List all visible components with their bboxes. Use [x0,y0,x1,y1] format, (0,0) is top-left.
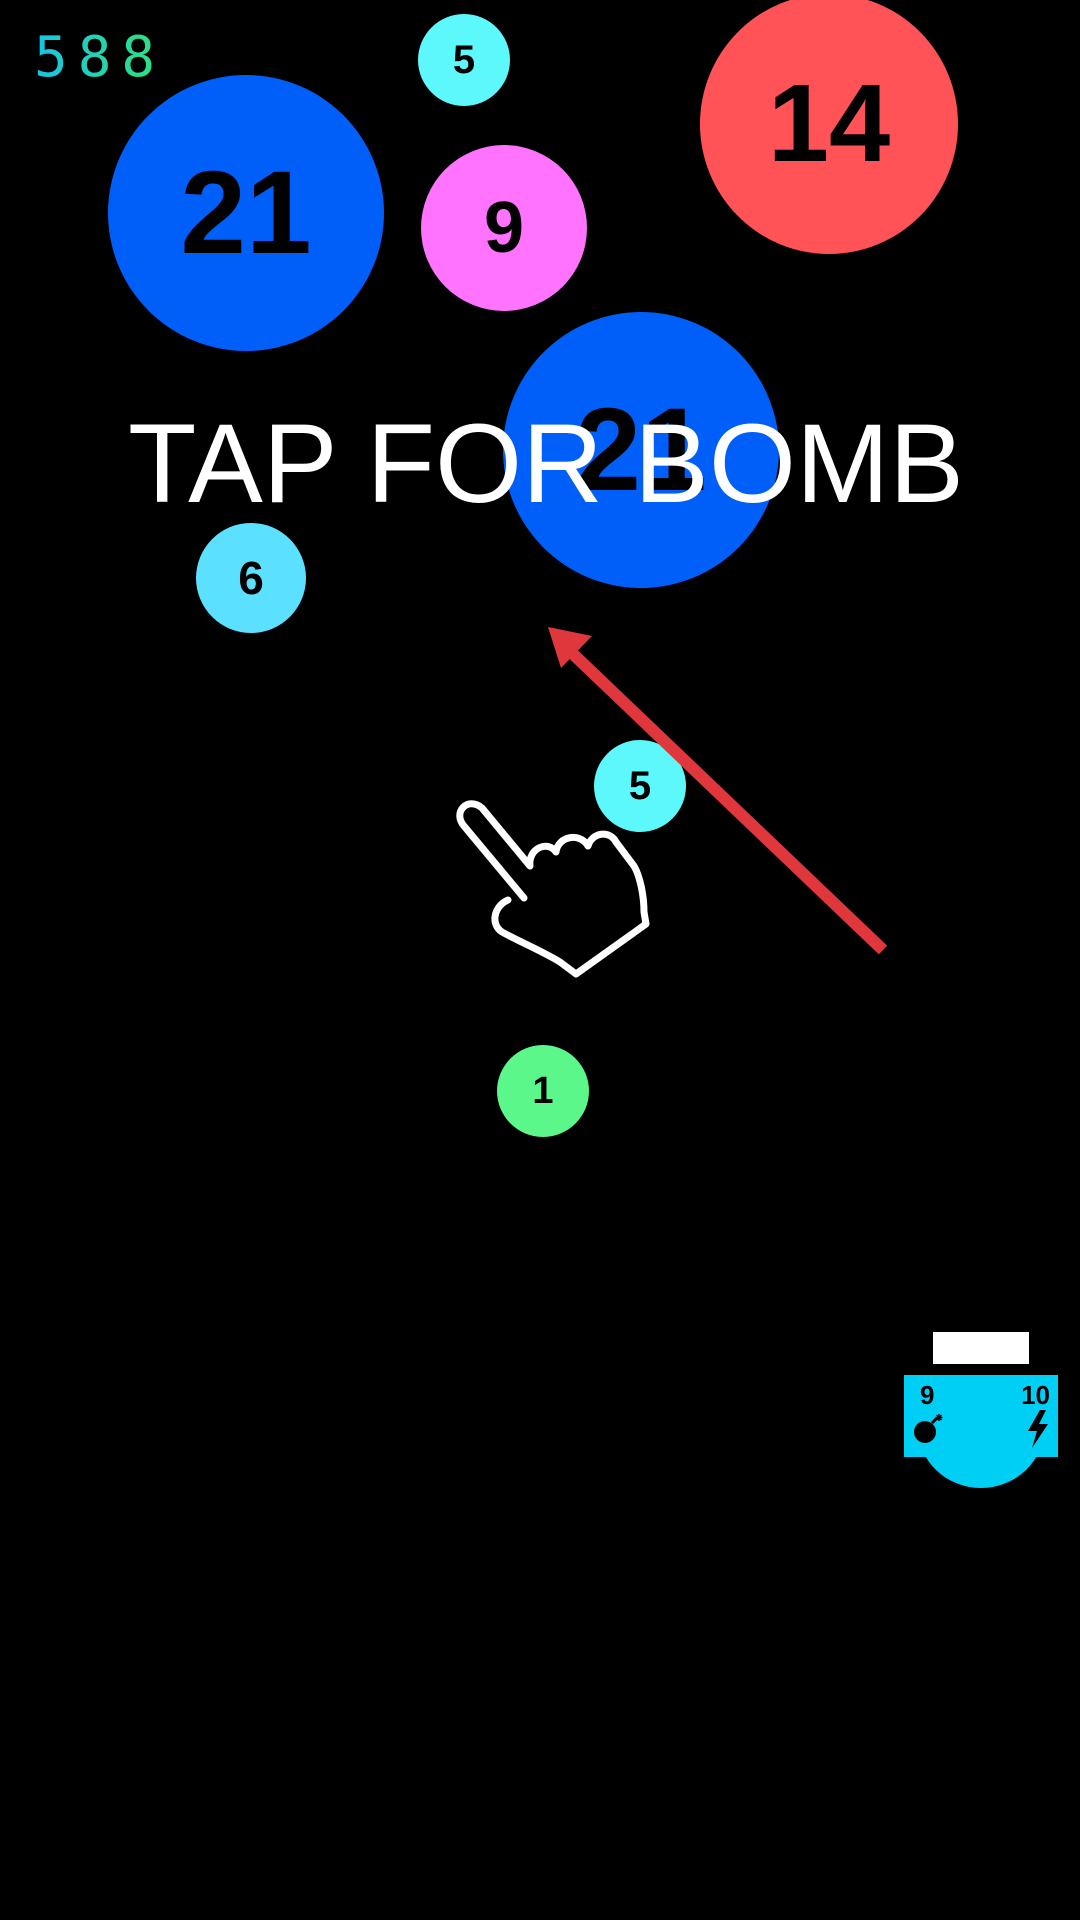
ball-value: 21 [180,147,312,279]
number-ball: 6 [196,523,306,633]
number-ball: 1 [497,1045,589,1137]
bolt-count: 10 [1021,1380,1050,1410]
ball-value: 6 [238,552,264,604]
number-ball: 21 [503,312,779,588]
ball-value: 21 [575,384,707,516]
number-ball: 9 [421,145,587,311]
launcher-body [904,1375,1058,1457]
ball-value: 5 [452,38,476,82]
ball-value: 9 [483,188,525,268]
launcher-cap [933,1332,1029,1364]
lightning-bolt-icon[interactable] [1026,1410,1050,1448]
number-ball: 21 [108,75,384,351]
ball-value: 1 [532,1070,554,1112]
number-ball: 14 [700,0,958,254]
ball-value: 14 [767,62,891,185]
bomb-count: 9 [920,1380,935,1410]
launcher[interactable]: 9 10 [904,1332,1058,1492]
tutorial-text: TAP FOR BOMB [128,401,964,526]
bomb-icon[interactable] [912,1412,946,1446]
ball-value: 5 [628,764,652,808]
number-ball: 5 [418,14,510,106]
score-counter: 588 [34,25,166,90]
